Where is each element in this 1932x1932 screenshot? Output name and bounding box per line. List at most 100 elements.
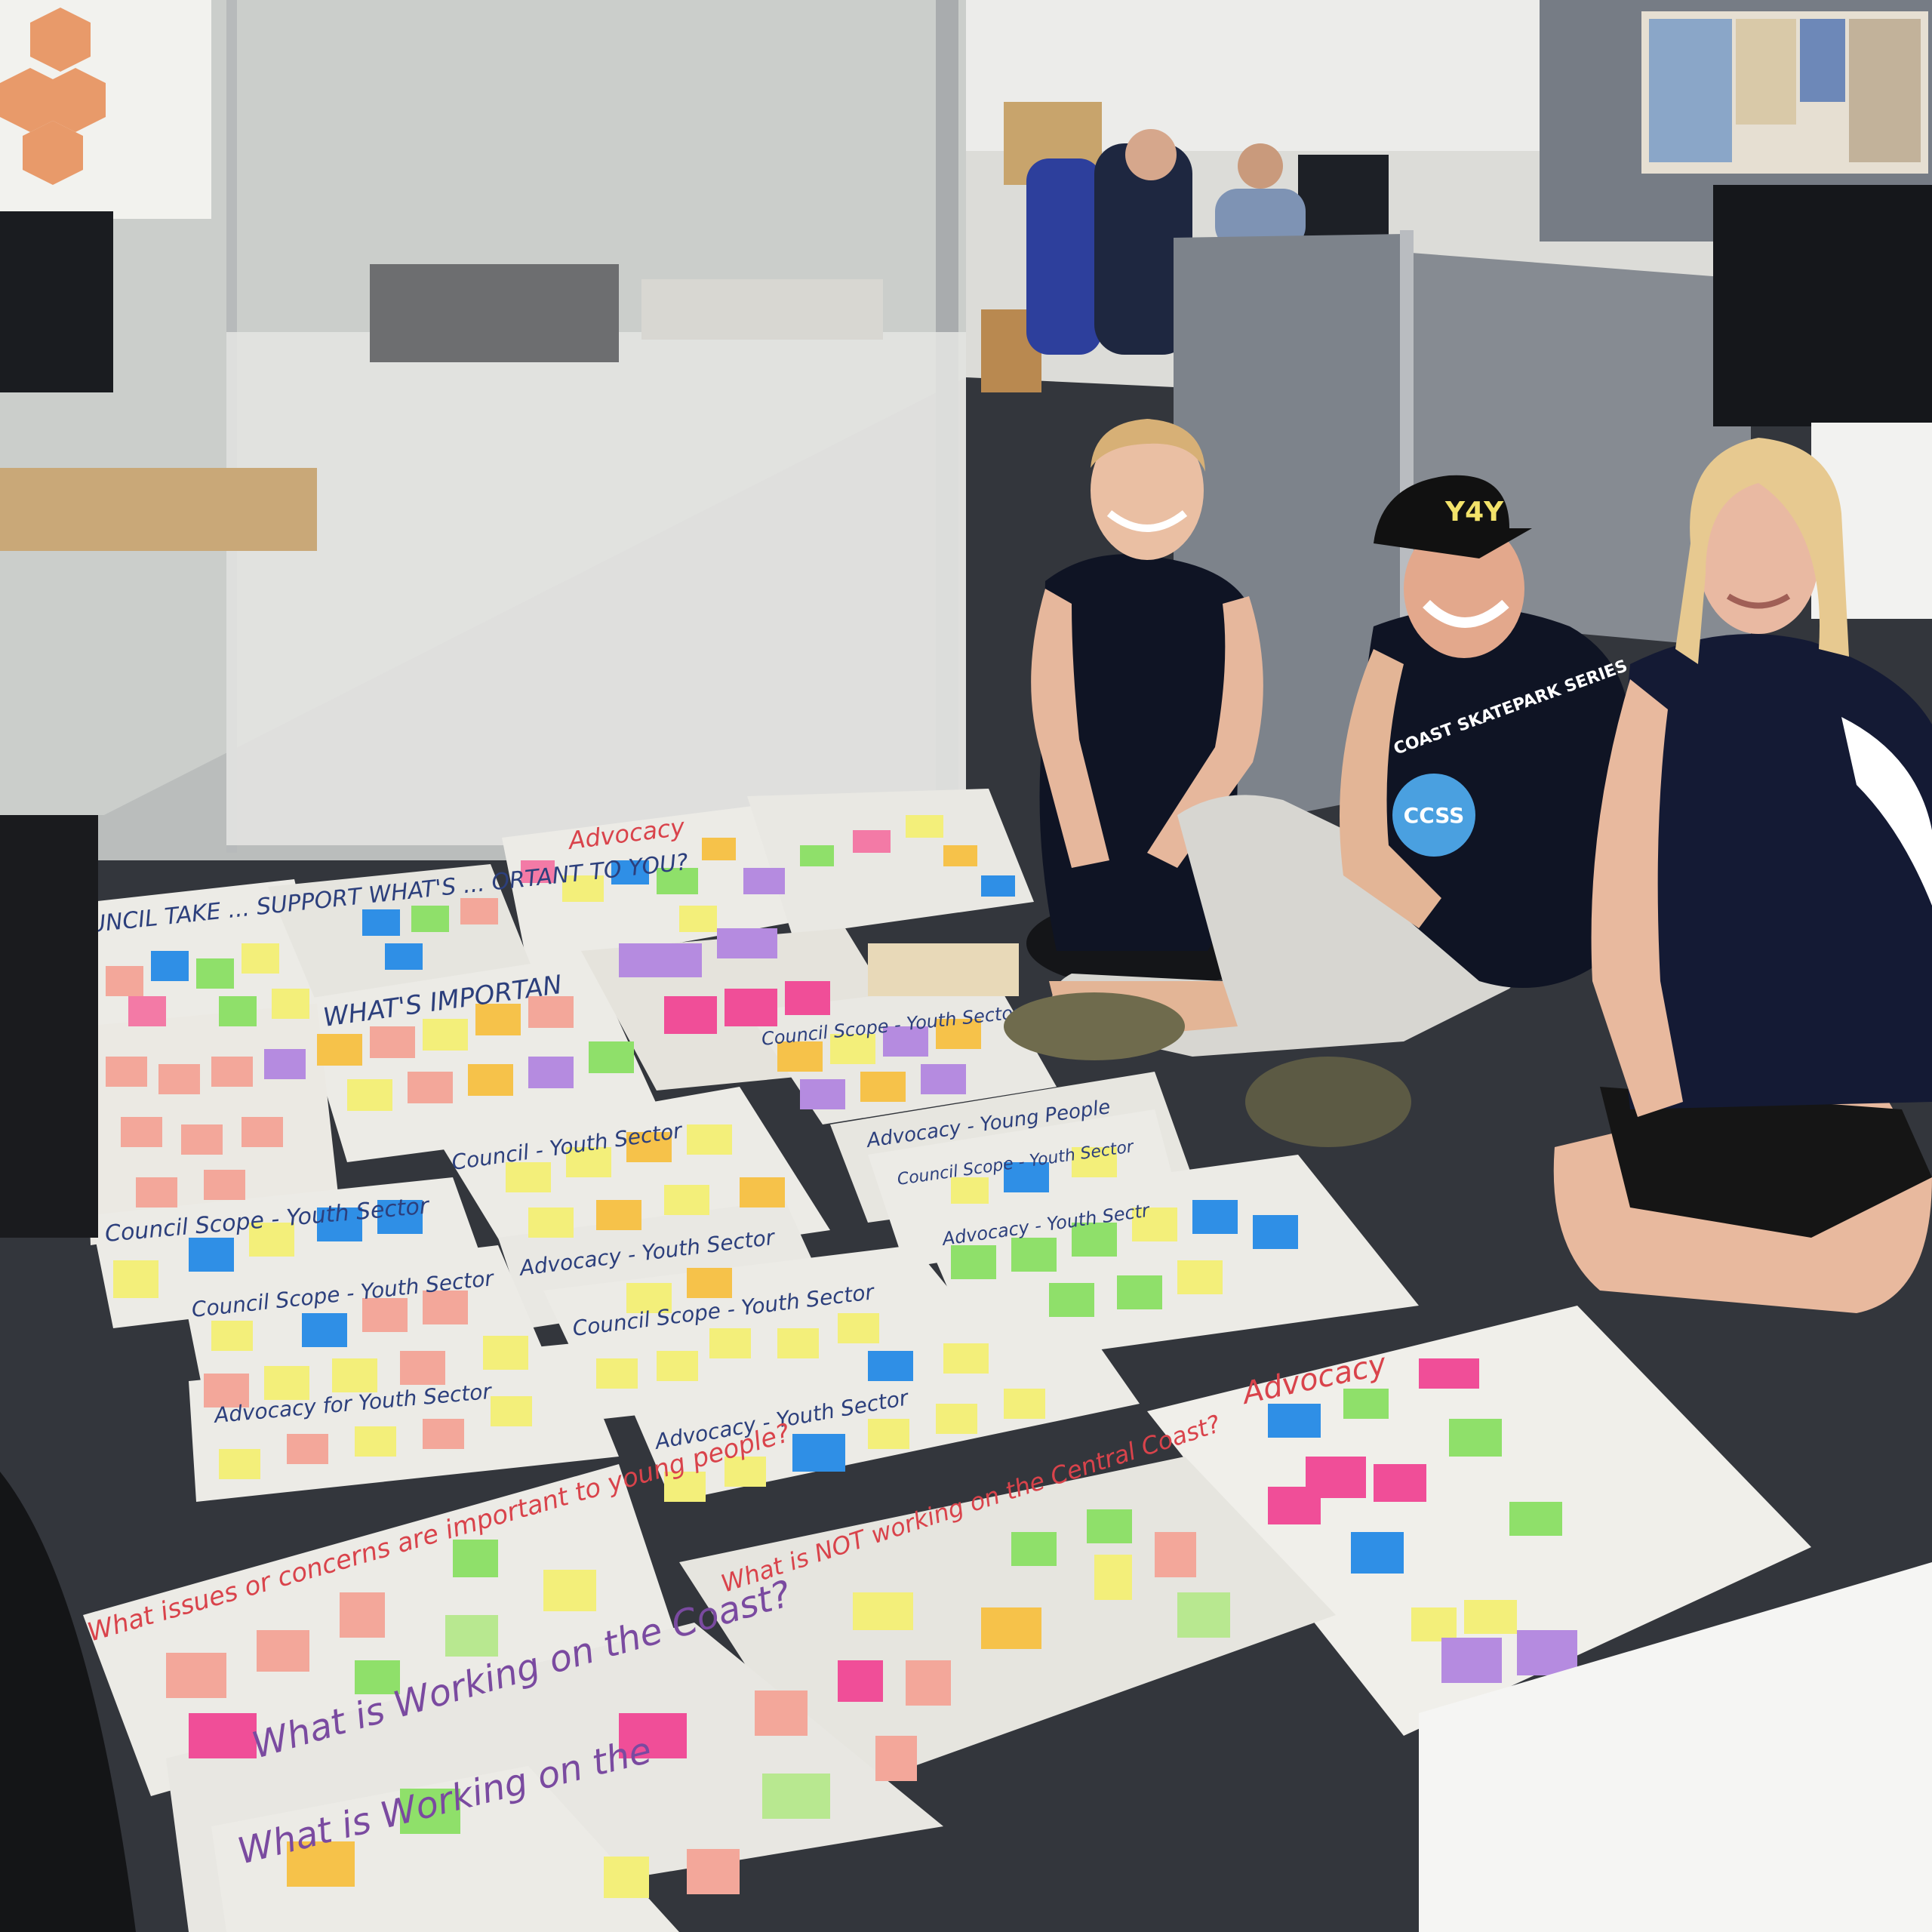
person-middle-cap-logo: Y4Y <box>1444 497 1504 528</box>
foreground-chair-left <box>0 1472 136 1932</box>
sticky-note <box>257 1630 309 1672</box>
sticky-note <box>777 1041 823 1072</box>
sticky-note <box>287 1841 355 1887</box>
sticky-note <box>158 1064 200 1094</box>
sticky-note <box>724 989 777 1026</box>
sticky-note <box>981 875 1015 897</box>
sticky-note <box>724 1457 766 1487</box>
person-middle-arm <box>1340 649 1441 928</box>
sticky-note <box>249 1223 294 1257</box>
sticky-note <box>423 1019 468 1051</box>
sticky-note <box>460 898 498 924</box>
sticky-note <box>528 1057 574 1088</box>
sticky-note <box>875 1736 917 1781</box>
person-middle-shirt-badge: CCSS <box>1404 803 1465 828</box>
person-right-skirt <box>1600 1087 1932 1238</box>
monitor-right <box>1713 185 1932 426</box>
office-chair-left <box>0 815 98 1238</box>
sticky-note <box>664 1472 706 1502</box>
person-left-arm-right <box>1147 596 1263 868</box>
sticky-note <box>687 1124 732 1155</box>
sticky-note <box>528 1208 574 1238</box>
foreground-desk-corner <box>1419 1562 1932 1932</box>
sticky-note <box>355 1426 396 1457</box>
sticky-note <box>423 1291 468 1324</box>
sticky-note <box>657 868 698 894</box>
sticky-note <box>1177 1592 1230 1638</box>
sticky-note <box>1087 1509 1132 1543</box>
sticky-note <box>1441 1638 1502 1683</box>
sticky-note <box>128 996 166 1026</box>
sticky-note <box>566 1147 611 1177</box>
sticky-note <box>491 1396 532 1426</box>
sticky-note <box>166 1653 226 1698</box>
sticky-note <box>151 951 189 981</box>
sticky-note <box>385 943 423 970</box>
sticky-note <box>475 1004 521 1035</box>
sticky-note <box>264 1049 306 1079</box>
sticky-note <box>204 1374 249 1407</box>
person-middle-shoe-left <box>1004 992 1185 1060</box>
sticky-note <box>400 1789 460 1834</box>
hexagon-diagram <box>0 8 106 185</box>
person-right-woman <box>1553 438 1932 1313</box>
sticky-note <box>347 1079 392 1111</box>
sticky-note <box>423 1419 464 1449</box>
sticky-note <box>619 943 702 977</box>
sticky-note <box>1011 1238 1057 1272</box>
office-chair-blue <box>1026 158 1102 355</box>
sticky-note <box>1004 1389 1045 1419</box>
sticky-note <box>302 1313 347 1347</box>
sticky-notes <box>106 815 1577 1898</box>
sticky-note <box>317 1208 362 1241</box>
sticky-note <box>136 1177 177 1208</box>
sticky-note <box>468 1064 513 1096</box>
sticky-note <box>906 1660 951 1706</box>
sticky-note <box>411 906 449 932</box>
person-middle-cap <box>1374 475 1532 558</box>
sticky-note <box>521 860 555 883</box>
sticky-note <box>1192 1200 1238 1234</box>
person-right-arm <box>1591 679 1683 1117</box>
sticky-note <box>106 966 143 996</box>
sticky-note <box>506 1162 551 1192</box>
sticky-note <box>543 1570 596 1611</box>
sticky-note <box>1117 1275 1162 1309</box>
person-background-1-head <box>1125 129 1177 180</box>
poster-working-bottom <box>211 1766 679 1932</box>
person-middle-shoe-right <box>1245 1057 1411 1147</box>
sticky-note <box>800 845 834 866</box>
sticky-note <box>377 1200 423 1234</box>
sticky-note <box>936 1404 977 1434</box>
sticky-note <box>453 1540 498 1577</box>
desk-left <box>0 468 317 551</box>
sticky-note <box>562 875 604 902</box>
sticky-note <box>332 1358 377 1392</box>
person-left-face <box>1091 421 1204 560</box>
sticky-note <box>355 1660 400 1694</box>
sticky-note <box>1072 1147 1117 1177</box>
sticky-note <box>1517 1630 1577 1675</box>
sticky-note <box>219 1449 260 1479</box>
sticky-note <box>853 1592 913 1630</box>
sticky-note <box>664 996 717 1034</box>
collage-photo-4 <box>1849 19 1921 162</box>
sticky-note <box>626 1283 672 1313</box>
person-middle-smile <box>1423 599 1509 628</box>
sticky-note <box>189 1238 234 1272</box>
sticky-note <box>196 958 234 989</box>
person-right-smile <box>1726 593 1791 609</box>
sticky-note <box>204 1170 245 1200</box>
sticky-note <box>445 1615 498 1657</box>
collage-photo-2 <box>1736 19 1796 125</box>
sticky-note <box>1268 1404 1321 1438</box>
person-background-2-head <box>1238 143 1283 189</box>
sticky-note <box>853 830 891 853</box>
person-right-hair <box>1675 438 1849 664</box>
binding-machine-2 <box>641 279 883 340</box>
monitor-left <box>0 211 113 392</box>
sticky-note <box>943 1343 989 1374</box>
sticky-note <box>921 1064 966 1094</box>
sticky-note <box>619 1713 687 1758</box>
